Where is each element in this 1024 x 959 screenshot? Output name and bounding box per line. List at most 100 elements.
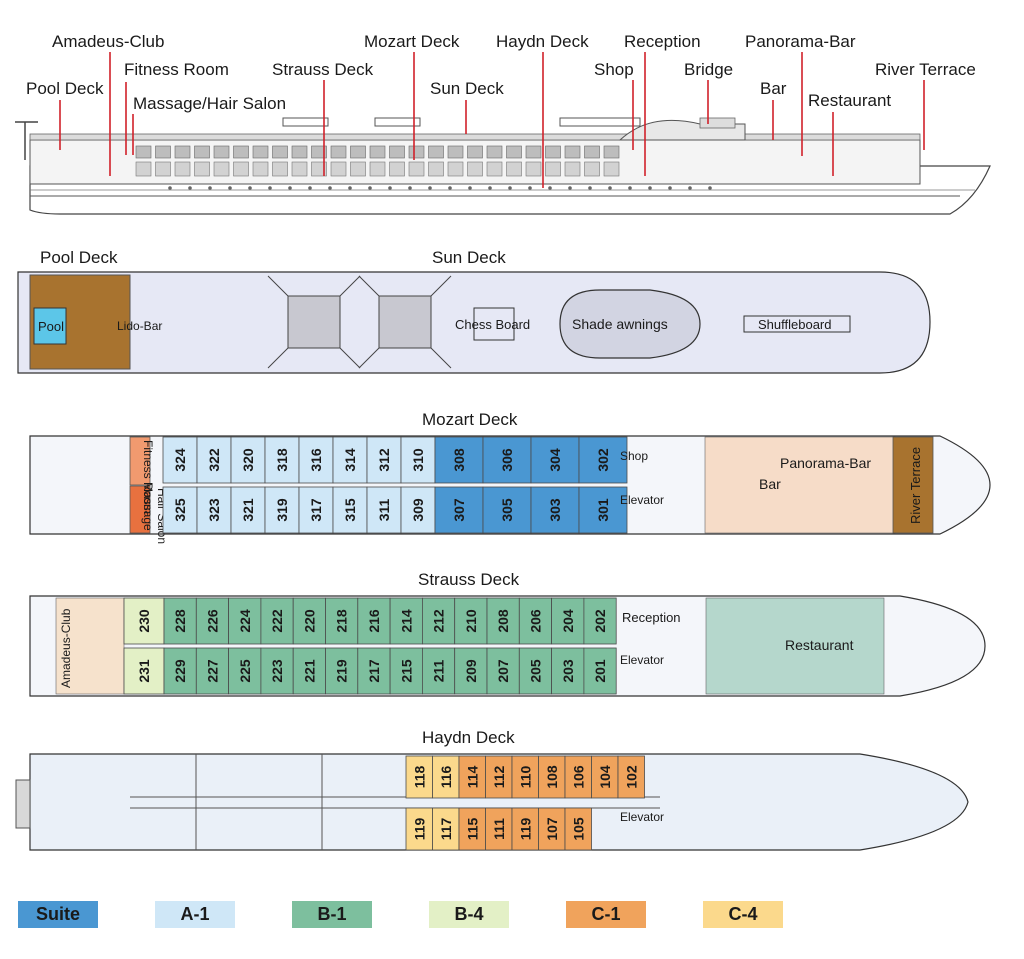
legend-b-1: B-1 xyxy=(292,901,372,928)
cabin-210-number: 210 xyxy=(463,609,479,633)
cabin-212-number: 212 xyxy=(431,609,447,633)
profile-window xyxy=(428,161,444,177)
cabin-308: 308 xyxy=(434,436,484,484)
haydn-elevator-label: Elevator xyxy=(620,810,664,824)
cabin-209: 209 xyxy=(454,647,488,695)
profile-window xyxy=(213,145,230,159)
cabin-205: 205 xyxy=(518,647,552,695)
label-reception: Reception xyxy=(624,32,701,51)
profile-window xyxy=(252,161,269,177)
massage-label: Massage xyxy=(141,482,155,531)
ship-profile: Amadeus-Club Pool Deck Fitness Room Mass… xyxy=(15,32,991,215)
cabin-119-number: 119 xyxy=(517,817,533,840)
porthole xyxy=(648,186,652,190)
cabin-312: 312 xyxy=(366,436,402,484)
cabin-202: 202 xyxy=(583,597,617,645)
cabin-203-box xyxy=(551,647,585,695)
cabin-219-box xyxy=(325,647,359,695)
profile-window xyxy=(350,145,366,159)
cabin-111-number: 111 xyxy=(491,818,507,840)
profile-window xyxy=(272,145,288,159)
cabin-115: 115 xyxy=(458,807,486,851)
label-strauss-deck: Strauss Deck xyxy=(272,60,374,79)
cabin-229-number: 229 xyxy=(172,659,188,683)
pool-label: Pool xyxy=(38,319,64,334)
cabin-203: 203 xyxy=(551,647,585,695)
cabin-116: 116 xyxy=(432,755,460,799)
label-panorama-bar: Panorama-Bar xyxy=(745,32,856,51)
cabin-206-box xyxy=(518,597,552,645)
cabin-231: 231 xyxy=(123,647,165,695)
cabin-214-number: 214 xyxy=(398,609,414,633)
mozart-deck-title: Mozart Deck xyxy=(422,410,518,429)
shop-label: Shop xyxy=(620,449,648,463)
chess-board-label: Chess Board xyxy=(455,317,530,332)
profile-window xyxy=(194,145,210,159)
porthole xyxy=(428,186,432,190)
porthole xyxy=(308,186,312,190)
cabin-323-number: 323 xyxy=(206,498,222,522)
cabin-314: 314 xyxy=(332,436,368,484)
profile-window xyxy=(467,145,483,159)
profile-windows xyxy=(135,145,620,177)
lido-bar-label: Lido-Bar xyxy=(117,319,162,333)
profile-window xyxy=(174,161,191,177)
cabin-118-box xyxy=(405,755,433,799)
cabin-325: 325 xyxy=(162,486,198,534)
cabin-222-box xyxy=(260,597,294,645)
cabin-321: 321 xyxy=(230,486,266,534)
profile-window xyxy=(603,161,620,177)
profile-window xyxy=(369,145,386,159)
cabin-304-box xyxy=(530,436,580,484)
cabin-204-number: 204 xyxy=(560,609,576,633)
cabin-316-box xyxy=(298,436,334,484)
cabin-230: 230 xyxy=(123,597,165,645)
cabin-117-number: 117 xyxy=(438,817,454,840)
amadeus-club-label: Amadeus-Club xyxy=(59,608,73,688)
cabin-216-box xyxy=(357,597,391,645)
cabin-322-number: 322 xyxy=(206,448,222,472)
profile-window xyxy=(486,161,503,177)
cabin-226-number: 226 xyxy=(204,609,220,633)
cabin-207-box xyxy=(486,647,520,695)
cabin-223-box xyxy=(260,647,294,695)
cabin-230-number: 230 xyxy=(136,609,152,633)
profile-window xyxy=(194,161,210,177)
porthole xyxy=(588,186,592,190)
cabin-301-box xyxy=(578,486,628,534)
cabin-102: 102 xyxy=(617,755,645,799)
cabin-112-number: 112 xyxy=(491,765,507,788)
profile-window xyxy=(486,145,503,159)
cabin-225-box xyxy=(228,647,262,695)
cabin-215-number: 215 xyxy=(398,659,414,683)
cabin-319: 319 xyxy=(264,486,300,534)
label-shop: Shop xyxy=(594,60,634,79)
cabin-308-box xyxy=(434,436,484,484)
cabin-217: 217 xyxy=(357,647,391,695)
cabin-222: 222 xyxy=(260,597,294,645)
legend-suite: Suite xyxy=(18,901,98,928)
cabin-317: 317 xyxy=(298,486,334,534)
cabin-201-box xyxy=(583,647,617,695)
cabin-307-box xyxy=(434,486,484,534)
profile-window xyxy=(603,145,620,159)
cabin-323: 323 xyxy=(196,486,232,534)
legend-a-1: A-1 xyxy=(155,901,235,928)
cabin-114: 114 xyxy=(458,755,486,799)
reception-label: Reception xyxy=(622,610,681,625)
pool xyxy=(33,307,67,345)
pool-deck-title: Pool Deck xyxy=(40,248,118,267)
cabin-310-box xyxy=(400,436,436,484)
shuffleboard-label: Shuffleboard xyxy=(758,317,832,332)
cabin-314-number: 314 xyxy=(342,448,358,472)
porthole xyxy=(488,186,492,190)
shade-awnings-label: Shade awnings xyxy=(572,316,668,332)
profile-window xyxy=(350,161,366,177)
profile-window xyxy=(584,145,600,159)
porthole xyxy=(708,186,712,190)
cabin-118: 118 xyxy=(405,755,433,799)
